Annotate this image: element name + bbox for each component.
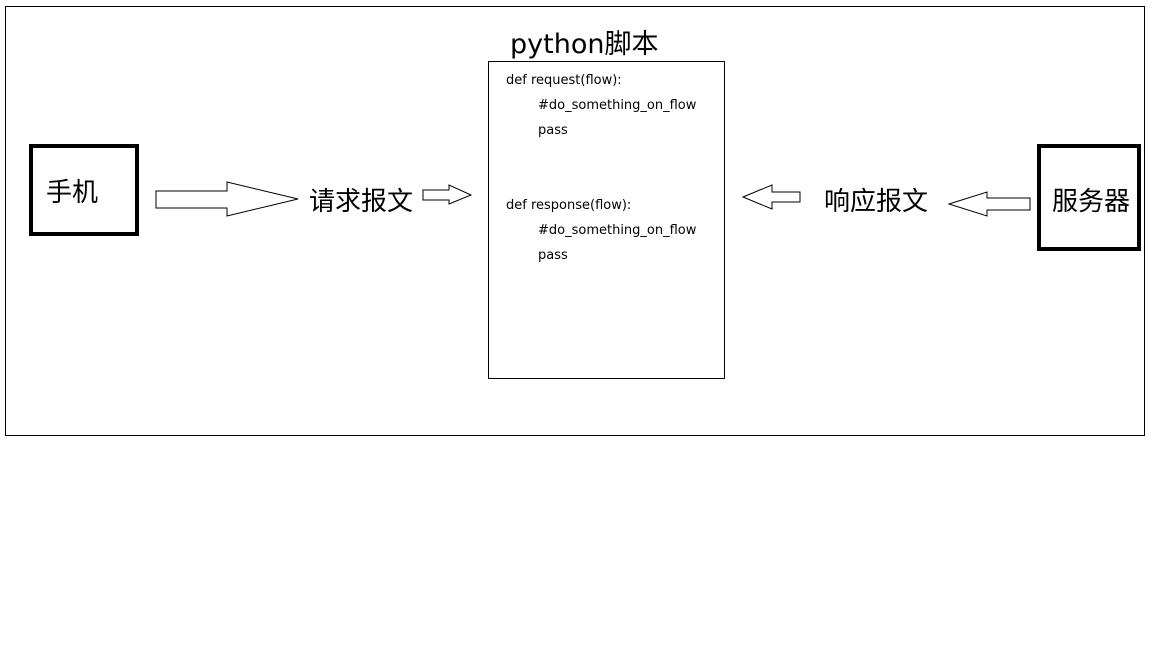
- code-line-comment-response: #do_something_on_flow: [538, 223, 697, 238]
- response-message-label: 响应报文: [824, 187, 929, 217]
- arrow-phone-to-request: [155, 181, 299, 217]
- code-line-comment-request: #do_something_on_flow: [538, 98, 697, 113]
- server-node: [1037, 144, 1141, 251]
- script-title: python脚本: [510, 29, 659, 60]
- phone-node: [29, 144, 139, 236]
- script-box: def request(flow): #do_something_on_flow…: [488, 61, 725, 379]
- arrow-request-to-script: [422, 184, 473, 205]
- code-line-pass-response: pass: [538, 248, 568, 263]
- arrow-response-to-script: [741, 184, 801, 210]
- server-label: 服务器: [1052, 187, 1131, 217]
- diagram-frame: [5, 6, 1145, 436]
- phone-label: 手机: [46, 178, 99, 208]
- code-line-def-request: def request(flow):: [506, 73, 622, 88]
- code-line-pass-request: pass: [538, 123, 568, 138]
- request-message-label: 请求报文: [309, 187, 414, 217]
- code-line-def-response: def response(flow):: [506, 198, 632, 213]
- arrow-server-to-response: [947, 191, 1031, 217]
